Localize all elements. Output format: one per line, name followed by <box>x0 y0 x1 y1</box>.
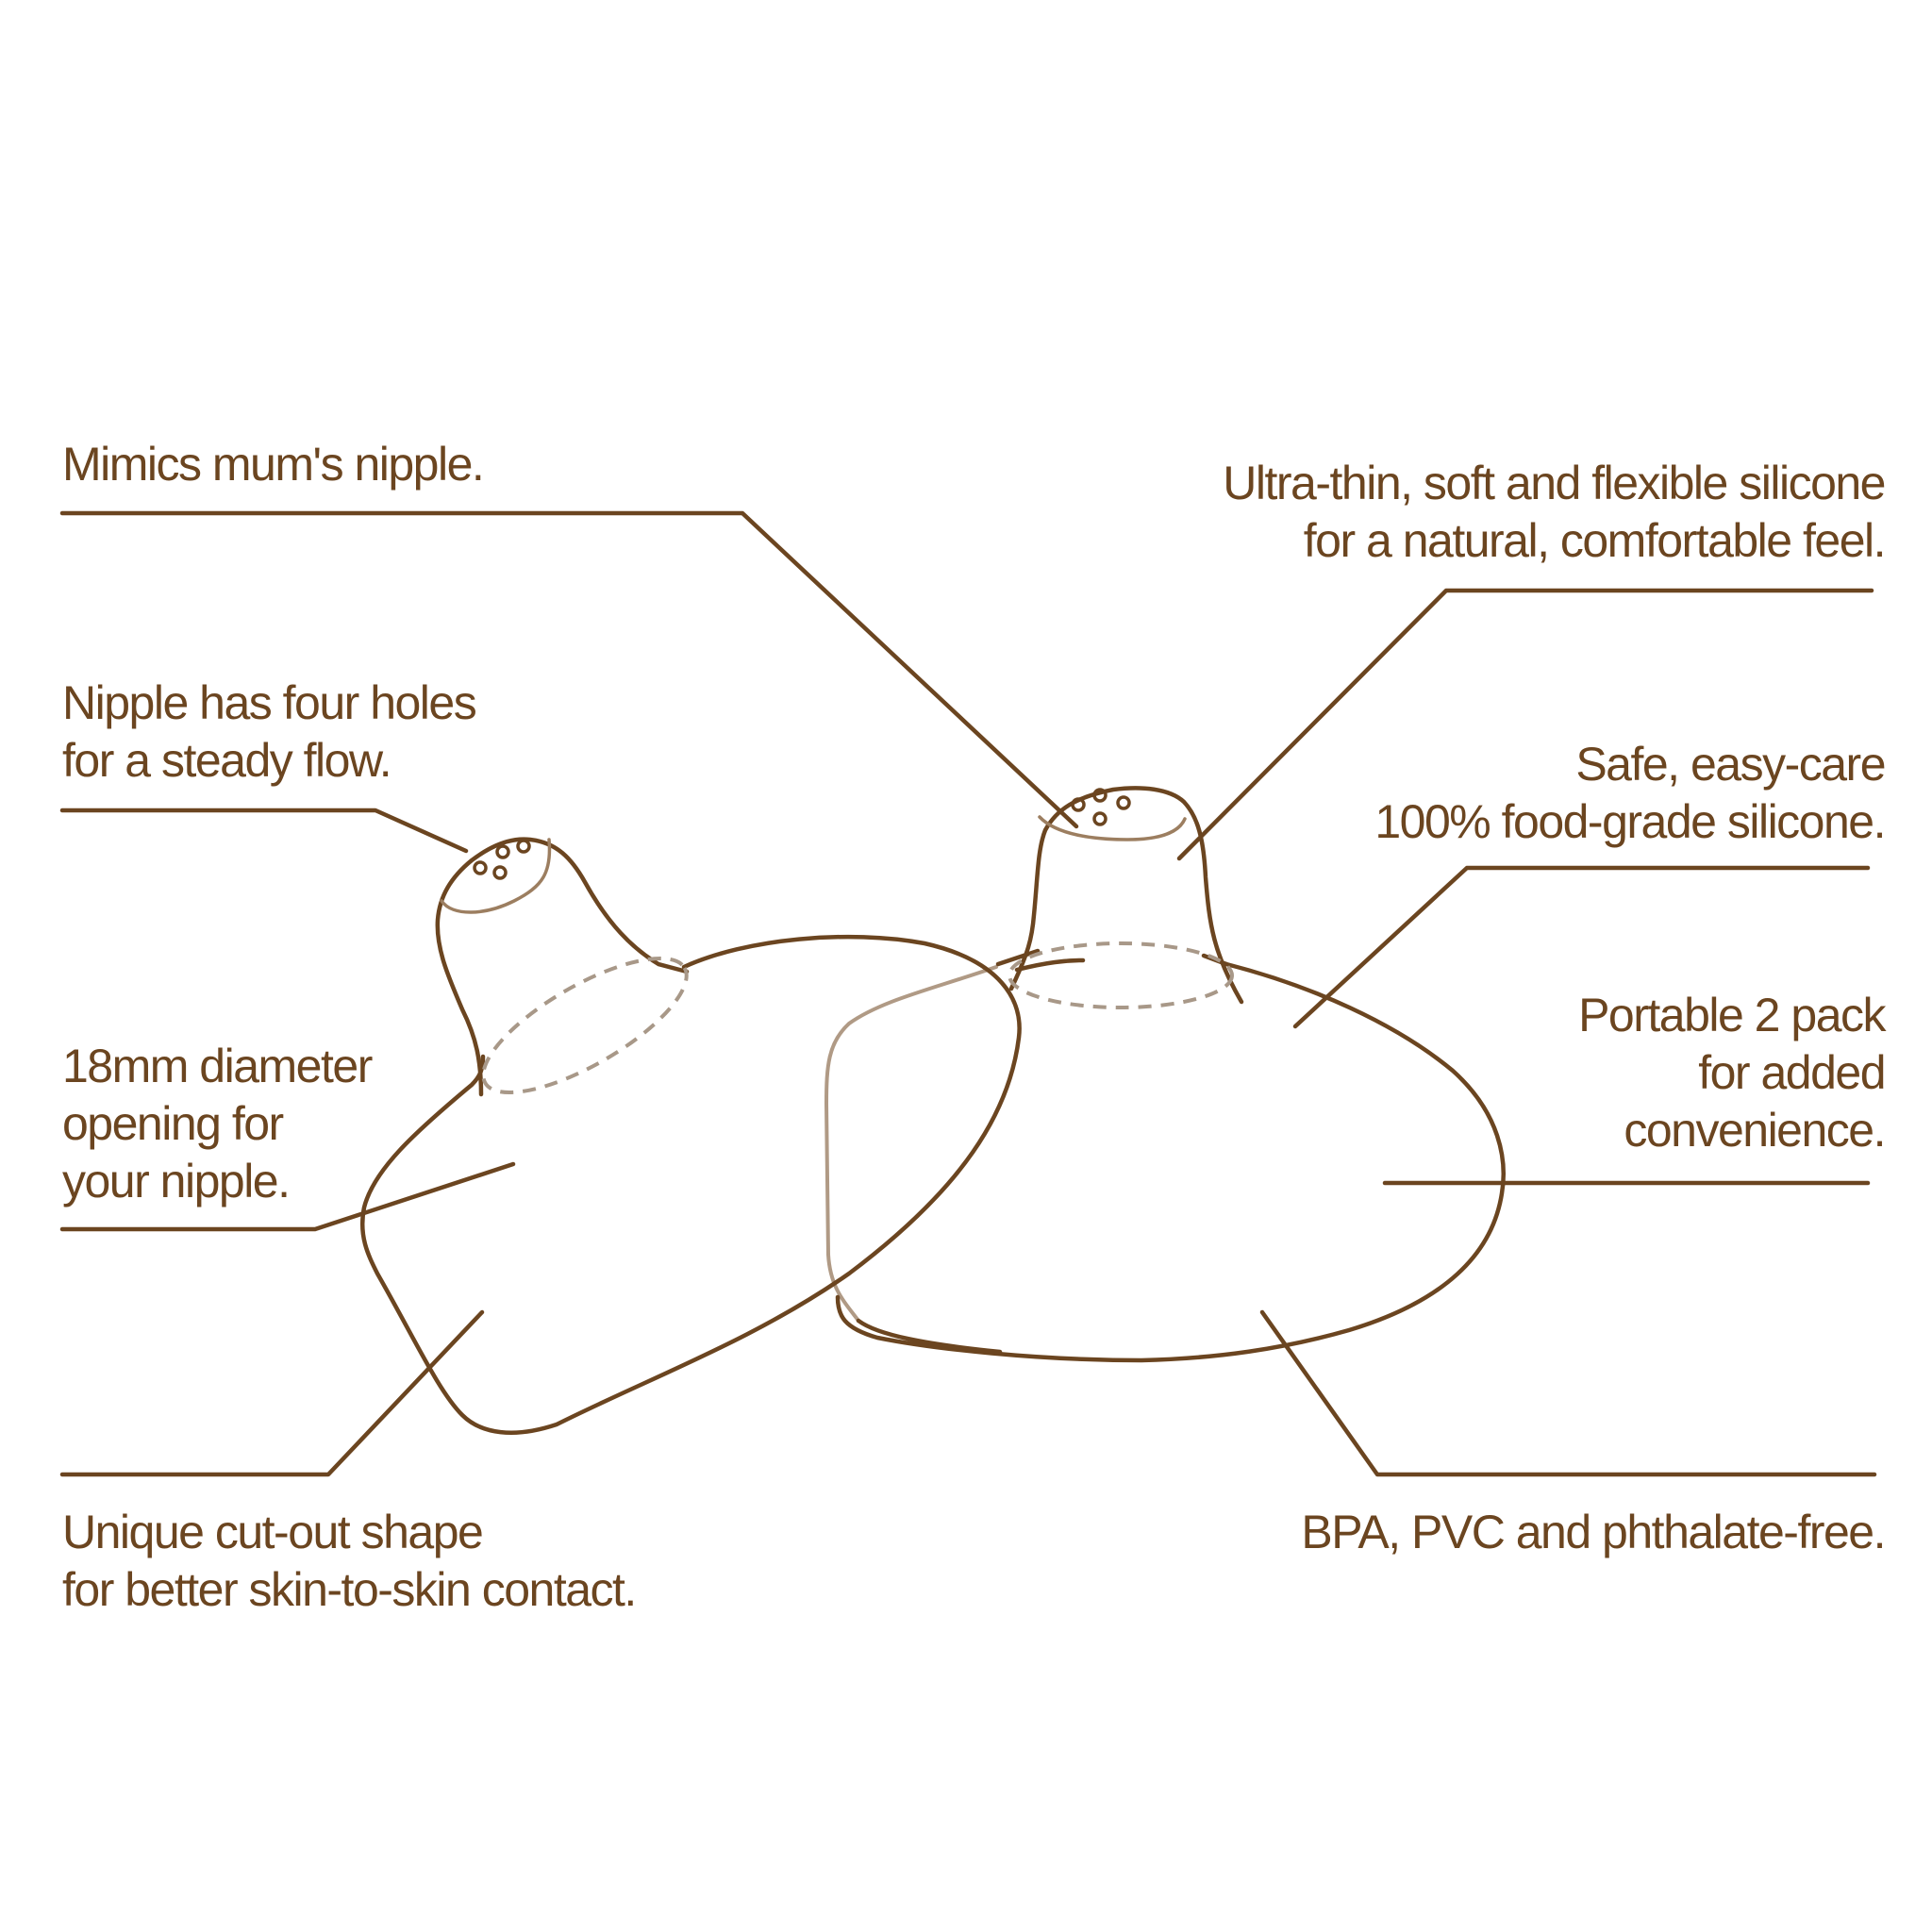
callout-food-grade: Safe, easy-care 100% food-grade silicone… <box>1374 736 1886 851</box>
callout-text: Portable 2 pack <box>1578 989 1886 1041</box>
callout-text: for a natural, comfortable feel. <box>1303 514 1887 567</box>
right-shield-hidden-edge <box>824 965 998 1323</box>
right-shield-tip-rim <box>1038 815 1187 841</box>
right-nipple-shield-illustration <box>824 786 1506 1363</box>
callout-cut-out: Unique cut-out shape for better skin-to-… <box>62 1504 637 1619</box>
callout-text: for added <box>1698 1046 1886 1099</box>
callout-text: BPA, PVC and phthalate-free. <box>1301 1506 1886 1558</box>
callout-text: opening for <box>62 1097 284 1150</box>
callout-text: 100% food-grade silicone. <box>1374 795 1886 848</box>
left-shield-nipple-outline <box>435 837 690 1097</box>
callout-bpa-free: BPA, PVC and phthalate-free. <box>1301 1504 1886 1561</box>
callout-four-holes: Nipple has four holes for a steady flow. <box>62 675 477 790</box>
callout-text: Nipple has four holes <box>62 676 477 729</box>
callout-mimics: Mimics mum's nipple. <box>62 436 485 493</box>
right-shield-nipple-outline <box>1008 786 1244 1005</box>
callout-text: your nipple. <box>62 1155 291 1208</box>
left-shield-opening-dashed <box>481 956 689 1095</box>
right-shield-holes <box>1071 788 1131 826</box>
leader-mimics <box>59 510 1079 829</box>
leader-four-holes <box>59 808 469 854</box>
callout-text: Unique cut-out shape <box>62 1506 484 1558</box>
callout-diameter: 18mm diameter opening for your nipple. <box>62 1038 373 1210</box>
right-shield-opening-dashed <box>1008 941 1234 1009</box>
callout-ultra-thin: Ultra-thin, soft and flexible silicone f… <box>1223 455 1887 570</box>
left-nipple-shield-illustration <box>359 837 1022 1435</box>
callout-text: convenience. <box>1624 1104 1886 1157</box>
callout-text: for a steady flow. <box>62 734 392 787</box>
callout-text: Safe, easy-care <box>1575 738 1886 791</box>
callout-portable: Portable 2 pack for added convenience. <box>1578 987 1886 1159</box>
leader-bpa-free <box>1259 1309 1877 1477</box>
left-shield-holes <box>473 839 531 880</box>
leader-ultra-thin <box>1176 588 1874 861</box>
callout-text: for better skin-to-skin contact. <box>62 1563 637 1616</box>
leader-cut-out <box>59 1309 485 1477</box>
right-shield-flange-outline <box>835 958 1506 1363</box>
leader-diameter <box>59 1161 516 1232</box>
left-shield-flange-outline <box>359 934 1022 1435</box>
callout-text: Ultra-thin, soft and flexible silicone <box>1223 457 1886 509</box>
left-shield-tip-rim <box>440 838 552 914</box>
callout-text: Mimics mum's nipple. <box>62 438 485 491</box>
leader-lines <box>59 510 1877 1477</box>
callout-text: 18mm diameter <box>62 1040 373 1092</box>
leader-food-grade <box>1292 865 1871 1029</box>
